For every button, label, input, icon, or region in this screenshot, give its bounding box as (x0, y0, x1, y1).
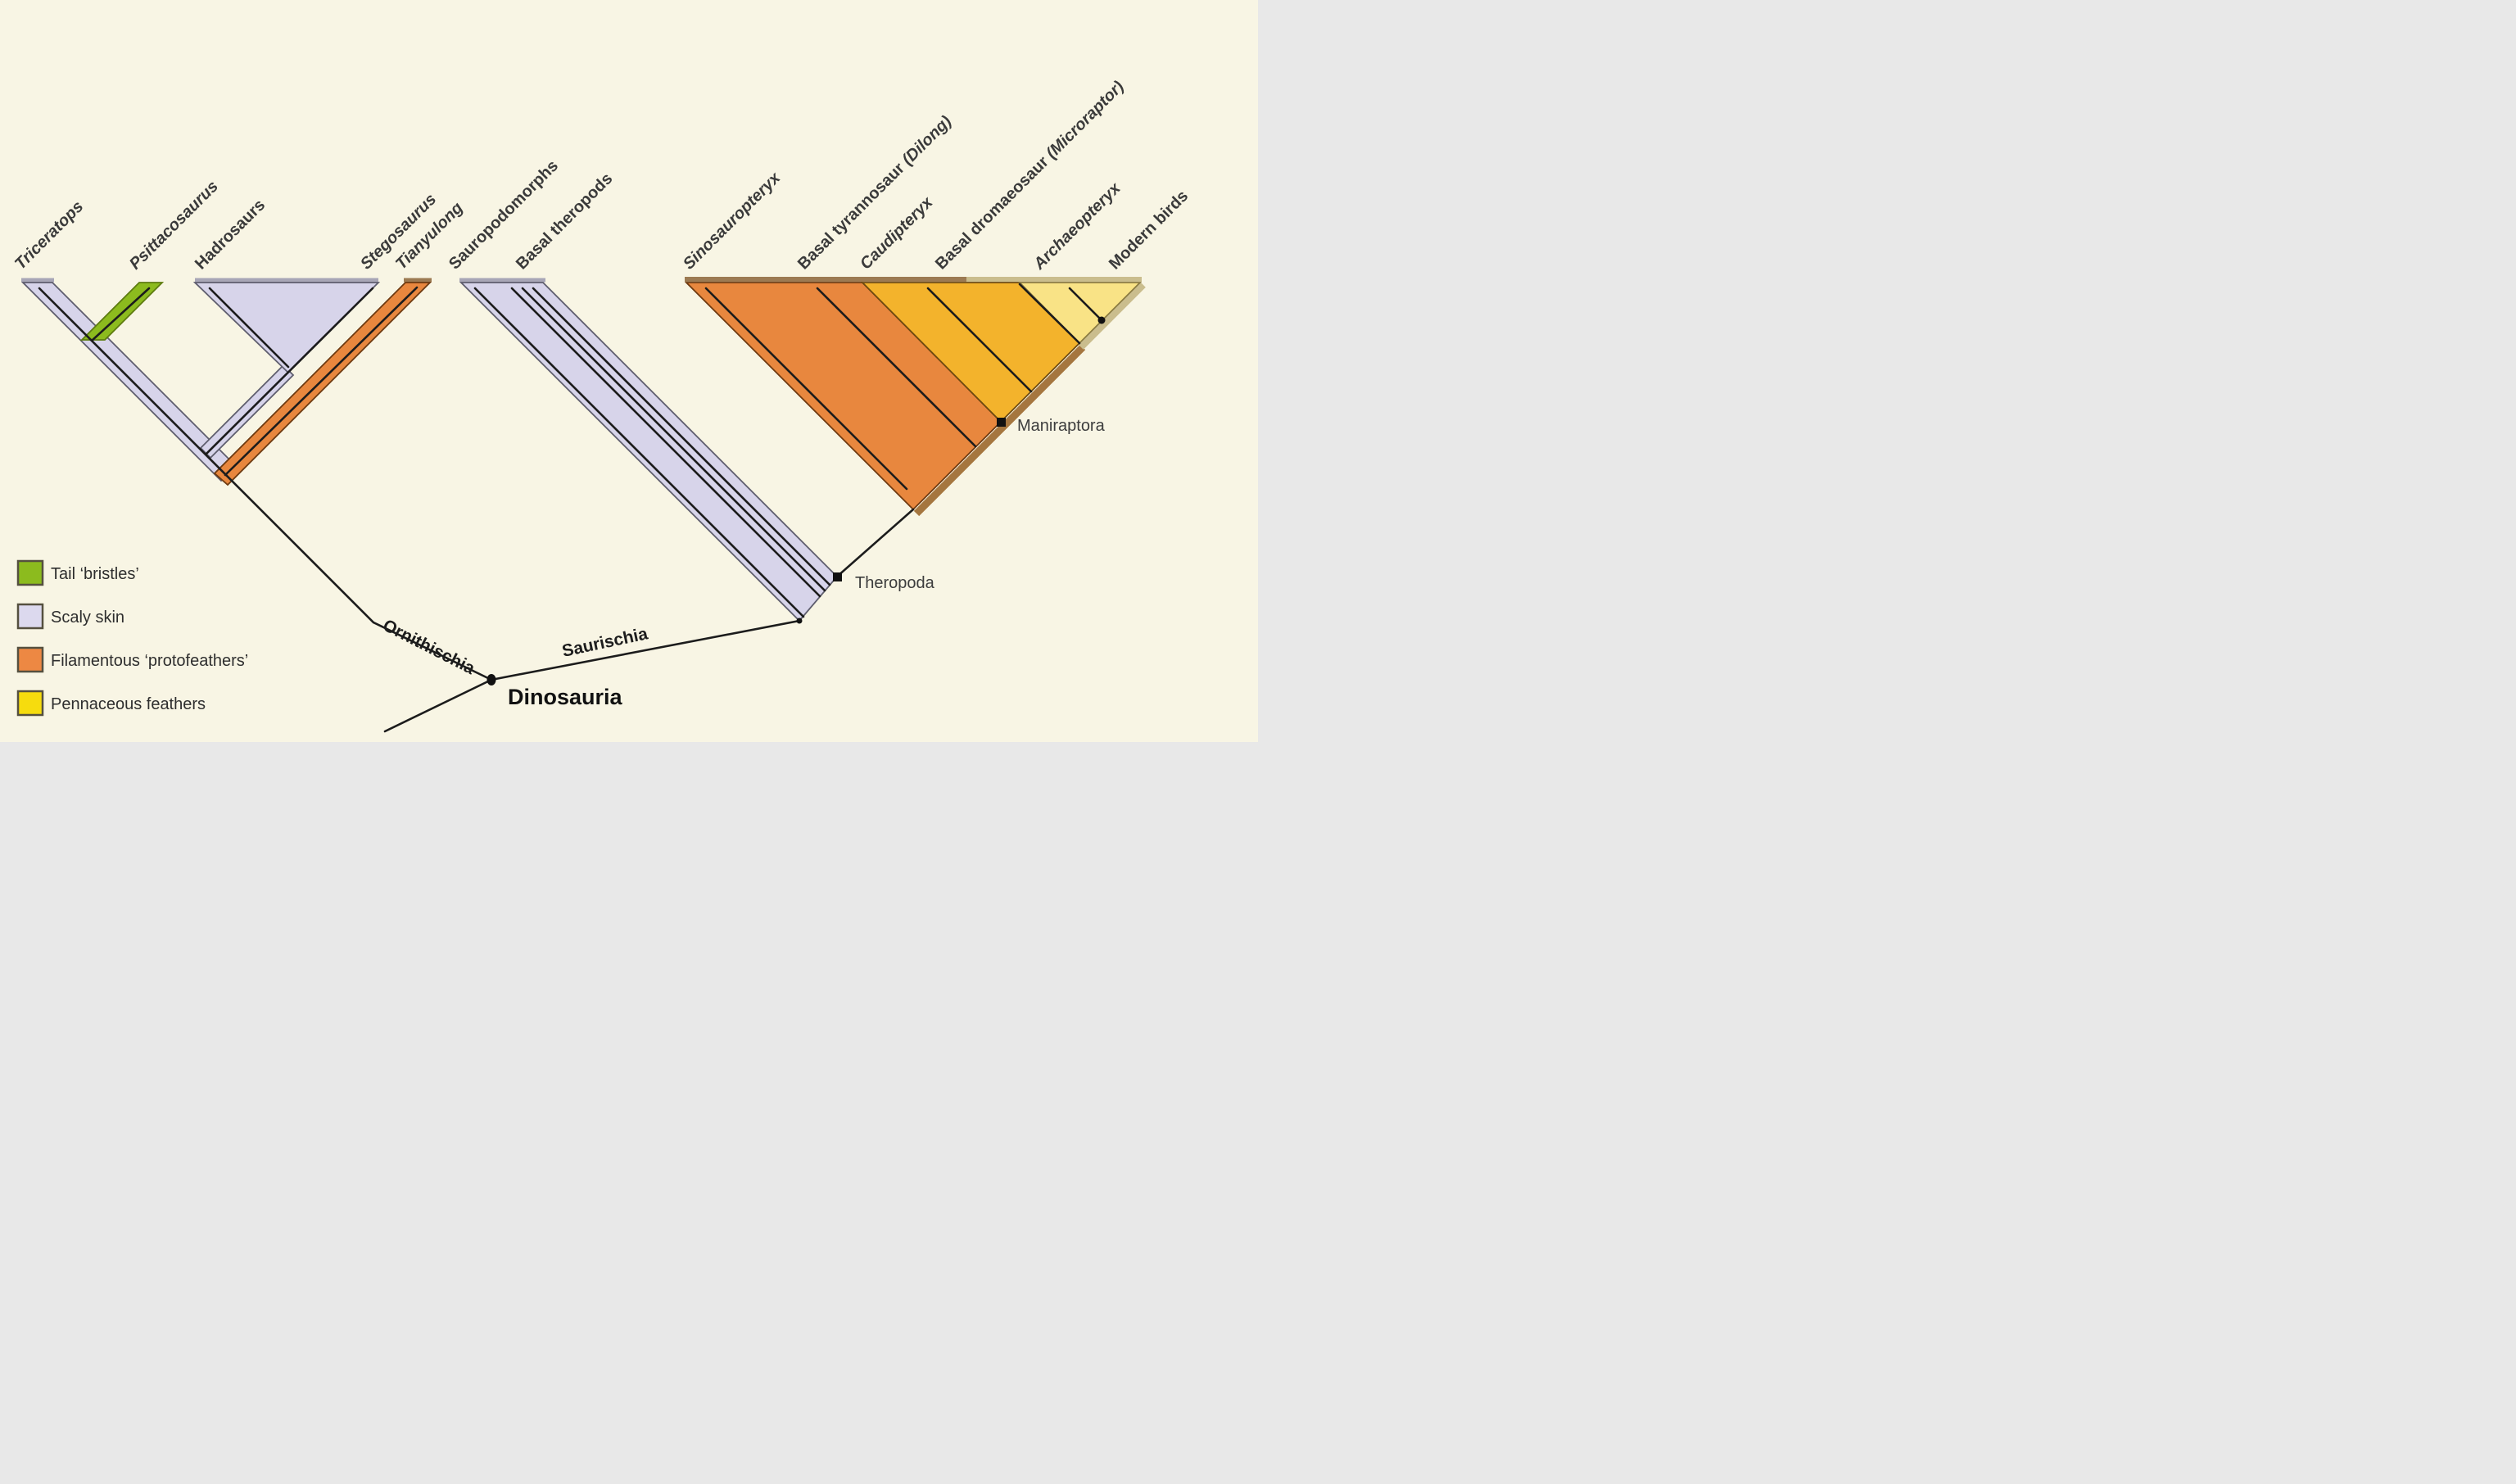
cladogram-svg: Triceratops Psittacosaurus Hadrosaurs St… (0, 0, 1258, 742)
branch-lines (38, 283, 1103, 733)
ornithischia-trunk-line (38, 287, 493, 681)
legend-swatch-pennaceous (16, 690, 44, 717)
clade-label-dinosauria: Dinosauria (508, 685, 623, 709)
basal-theropod-branch-1 (510, 287, 821, 598)
sauropodomorph-branch (473, 287, 805, 618)
maniraptora-node (997, 418, 1006, 427)
hypotenuse-brown-band (913, 344, 1086, 517)
hypotenuse-khaki-band (1079, 283, 1146, 350)
tyrannosaur-branch (816, 287, 977, 448)
legend: Tail ‘bristles’ Scaly skin Filamentous ‘… (16, 559, 248, 717)
hadrosaurs-branch (208, 287, 290, 369)
tianyulong-branch (224, 286, 419, 477)
root-line (383, 678, 493, 733)
tree-nodes (486, 316, 1106, 685)
legend-label-tail-bristles: Tail ‘bristles’ (51, 565, 139, 583)
tianyulong-band-shape (213, 282, 432, 486)
top-strips (21, 277, 1142, 283)
legend-label-pennaceous: Pennaceous feathers (51, 695, 206, 713)
archaeopteryx-divider (1068, 287, 1103, 322)
theropoda-node (833, 572, 842, 581)
saurischia-tip-node (796, 618, 803, 624)
gold-pale-boundary-line (1018, 283, 1081, 345)
legend-swatch-protofeathers (16, 646, 44, 673)
psittacosaurus-branch (90, 287, 151, 342)
theropoda-stem (835, 508, 915, 578)
sinosauropteryx-branch (704, 287, 908, 491)
legend-swatch-tail-bristles (16, 559, 44, 586)
basal-theropod-branch-2 (521, 287, 826, 592)
clade-label-maniraptora: Maniraptora (1017, 417, 1106, 435)
legend-label-scaly-skin: Scaly skin (51, 609, 124, 627)
dinosauria-node (486, 674, 496, 685)
legend-label-protofeathers: Filamentous ‘protofeathers’ (51, 652, 248, 670)
caudipteryx-divider (926, 287, 1033, 393)
saurischia-stem (490, 619, 801, 681)
legend-swatch-scaly-skin (16, 603, 44, 630)
basal-theropod-branch-3 (532, 287, 831, 586)
clade-label-theropoda: Theropoda (855, 574, 935, 592)
psittacosaurus-band-shape (79, 282, 165, 341)
archaeopteryx-node (1097, 316, 1106, 324)
stegosaurus-branch (204, 287, 374, 456)
figure-stage: Triceratops Psittacosaurus Hadrosaurs St… (0, 0, 1258, 742)
